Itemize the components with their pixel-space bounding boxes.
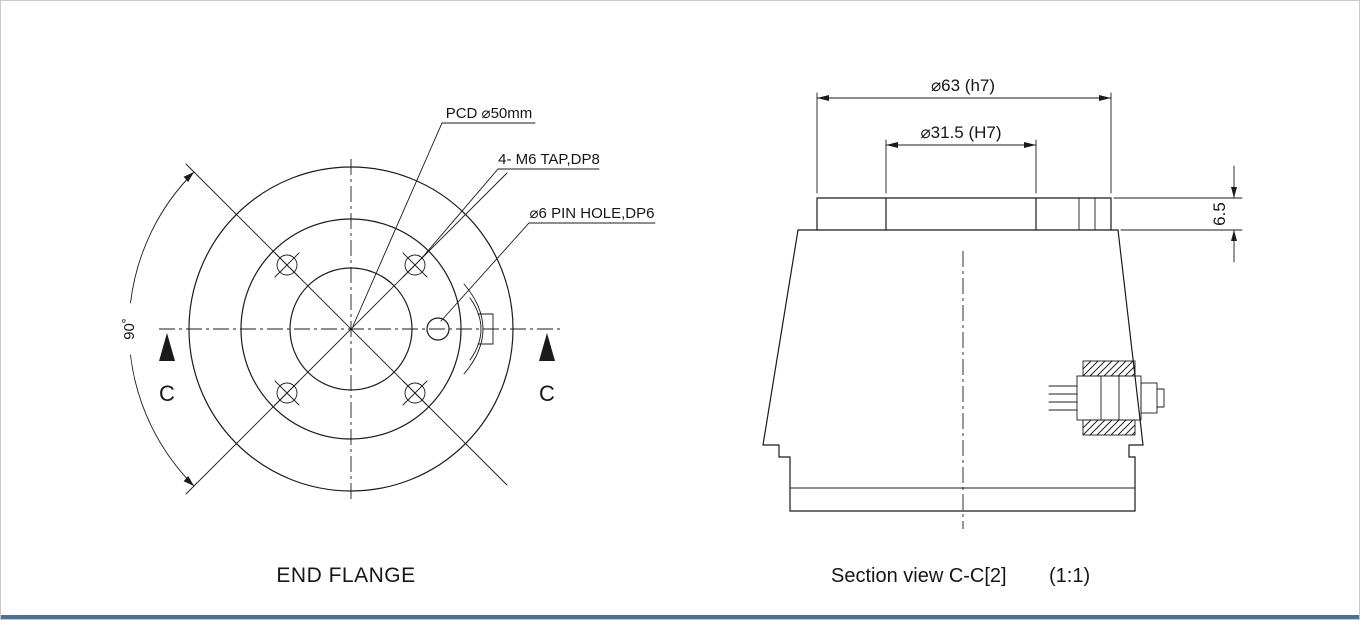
- diagonal-construction-line-1: [185, 163, 508, 486]
- side-boss-arc-outer: [463, 283, 484, 375]
- left-view-title: END FLANGE: [276, 564, 415, 587]
- dim-arrow-bottom: [1231, 230, 1237, 241]
- flange-outer-circle: [188, 166, 514, 492]
- tap-hole-bottom-right: [402, 380, 428, 406]
- end-flange-view: PCD ⌀50mm 4- M6 TAP,DP8 ⌀6 PIN HOLE,DP6 …: [121, 105, 656, 587]
- tap-hole-tick: [402, 380, 428, 406]
- pcd-label: PCD ⌀50mm: [446, 105, 533, 122]
- angle-dim-arc-lower: [130, 354, 195, 487]
- dim-outer-diameter: ⌀63 (h7): [816, 76, 1112, 194]
- tap-hole-circle: [404, 382, 426, 404]
- dim-spigot-height: 6.5: [1113, 165, 1243, 263]
- angle-dim-arc-upper: [130, 171, 195, 304]
- body-left-outline: [762, 229, 799, 512]
- tap-leader-line: [420, 168, 600, 260]
- flange-bore-circle: [289, 267, 413, 391]
- side-boss-arc-inner: [469, 297, 482, 361]
- dim-arrow-top: [1231, 187, 1237, 198]
- tap-hole-tick: [274, 380, 300, 406]
- tap-hole-bottom-left: [274, 380, 300, 406]
- side-boss-slot: [477, 313, 494, 345]
- tap-label: 4- M6 TAP,DP8: [498, 151, 600, 168]
- diagonal-construction-line-2: [185, 172, 508, 495]
- dim-bore-diameter: ⌀31.5 (H7): [885, 123, 1037, 194]
- section-arrow-right: [539, 333, 555, 361]
- dim-bore-label: ⌀31.5 (H7): [920, 123, 1001, 142]
- dim-arrow-left: [817, 95, 829, 101]
- flange-boss-circle: [240, 218, 462, 440]
- section-view-scale: (1:1): [1049, 565, 1090, 587]
- connector-stub: [1140, 382, 1158, 414]
- bottom-window-edge: [1, 615, 1359, 619]
- connector-hatch-top: [1082, 360, 1136, 377]
- angle-dim-arrow-top: [183, 172, 194, 182]
- connector-body: [1076, 375, 1142, 421]
- connector-hatch-bottom: [1082, 419, 1136, 436]
- pin-hole-circle: [426, 317, 450, 341]
- angle-dim-arrow-bottom: [183, 476, 194, 486]
- section-view: ⌀63 (h7) ⌀31.5 (H7) 6.5 Section view C-C…: [762, 76, 1243, 587]
- pin-hole-label: ⌀6 PIN HOLE,DP6: [530, 205, 655, 222]
- connector-section: [1048, 360, 1165, 436]
- connector-internal-lines: [1100, 375, 1120, 421]
- body-right-outline: [1117, 229, 1144, 512]
- tap-hole-tick: [274, 252, 300, 278]
- connector-end-cap: [1156, 388, 1165, 408]
- dim-height-label: 6.5: [1210, 202, 1229, 226]
- connector-pins: [1048, 385, 1078, 411]
- section-arrow-left: [159, 333, 175, 361]
- section-label-left: C: [159, 381, 175, 406]
- tap-hole-top-left: [274, 252, 300, 278]
- pin-hole-leader-line: [440, 222, 656, 322]
- section-label-right: C: [539, 381, 555, 406]
- dim-outer-label: ⌀63 (h7): [931, 76, 995, 95]
- section-view-title: Section view C-C[2]: [831, 565, 1007, 587]
- tap-hole-circle: [276, 254, 298, 276]
- dim-arrow-left: [886, 142, 898, 148]
- dim-arrow-right: [1099, 95, 1111, 101]
- angle-dim-label: 90˚: [121, 318, 138, 340]
- dim-arrow-right: [1024, 142, 1036, 148]
- tap-hole-circle: [404, 254, 426, 276]
- tap-hole-circle: [276, 382, 298, 404]
- pcd-leader-line: [352, 122, 536, 327]
